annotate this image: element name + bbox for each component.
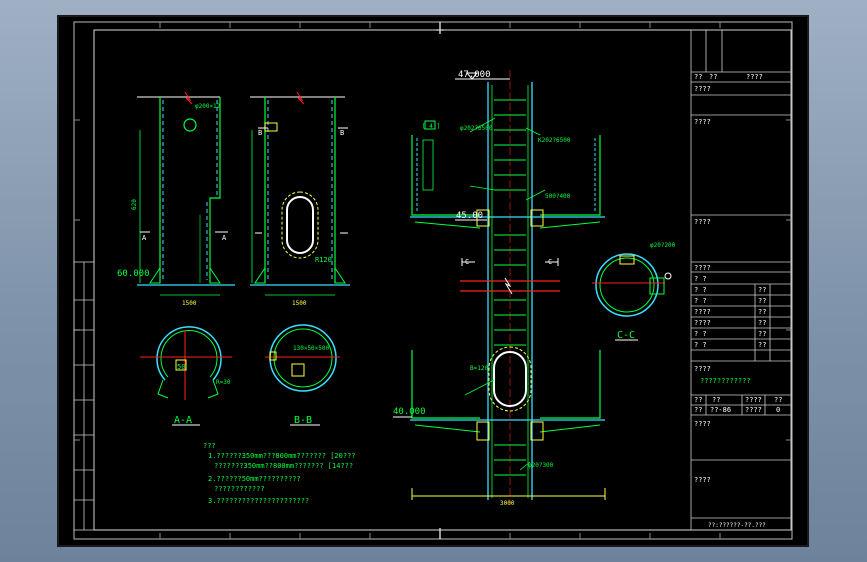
elev-mid-label: 45.00: [456, 211, 483, 221]
dim-1500-a: 1500: [182, 300, 197, 307]
label-r120: R120: [315, 256, 332, 264]
tb-row-c: ????: [694, 218, 711, 226]
tb-head-2: ??: [709, 73, 717, 81]
tb-table-val-2: ??: [758, 286, 766, 294]
label-130x50: 130×50×500: [293, 345, 330, 352]
cut-marks-c: [461, 258, 559, 266]
dim-620: 620: [131, 199, 138, 210]
tb-table-1: ? ?: [694, 275, 707, 283]
note-heading: ???: [203, 442, 216, 450]
cut-a-left: A: [142, 234, 147, 242]
tb-table-val-7: ??: [758, 341, 766, 349]
tower-section[interactable]: [393, 70, 606, 505]
tb-head-3: ????: [746, 73, 763, 81]
tb-f-3: 0: [776, 406, 780, 414]
note-line-1b: ???????350mm??800mm??????? [14???: [214, 462, 353, 470]
tb-f2-3: ??: [774, 396, 782, 404]
tb-f2-0: ??: [694, 396, 702, 404]
tb-row-g: ????: [694, 420, 711, 428]
cut-c-left: C: [465, 258, 469, 266]
label-k202: K202?6500: [538, 137, 571, 144]
tb-bottom: ??:??????-??.???: [708, 522, 766, 529]
tb-f-1: ??-86: [710, 406, 731, 414]
label-phi202: φ202?6500: [460, 125, 493, 132]
cut-b-left: B: [258, 129, 262, 137]
tb-table-val-4: ??: [758, 308, 766, 316]
elev-top-label: 47.000: [458, 70, 491, 80]
tb-row-b: ????: [694, 118, 711, 126]
dim-b4: [ 4 ]: [422, 123, 440, 130]
tb-table-5: ????: [694, 319, 711, 327]
tb-table-val-5: ??: [758, 319, 766, 327]
tb-table-0: ????: [694, 264, 711, 272]
dim-1500-b: 1500: [292, 300, 307, 307]
elev-left-label: 60.000: [117, 269, 150, 279]
label-r30: R=30: [216, 379, 231, 386]
tb-table-val-6: ??: [758, 330, 766, 338]
section-bb-title: B-B: [294, 415, 312, 426]
note-line-3: 3.??????????????????????: [208, 497, 309, 505]
note-line-2b: ????????????: [214, 485, 265, 493]
tb-f-2: ????: [745, 406, 762, 414]
tb-table-7: ? ?: [694, 341, 707, 349]
tb-row-e: ????????????: [700, 377, 751, 385]
section-a-a[interactable]: [140, 326, 232, 426]
label-50: 50: [177, 363, 185, 371]
tb-f-0: ??: [694, 406, 702, 414]
tb-row-d: ????: [694, 365, 711, 373]
tb-table-4: ????: [694, 308, 711, 316]
note-line-1: 1.??????350mm???800mm??????? [20???: [208, 452, 356, 460]
elev-bottom-label: 40.000: [393, 407, 426, 417]
cut-c-right: C: [548, 258, 552, 266]
cut-marks-ab: [140, 127, 348, 234]
tb-row-a: ????: [694, 85, 711, 93]
tb-table-val-3: ??: [758, 297, 766, 305]
label-b120: B=120: [470, 365, 488, 372]
cut-b-right: B: [340, 129, 344, 137]
section-b-b[interactable]: [265, 324, 340, 426]
elevation-view-1[interactable]: [137, 91, 235, 296]
section-cc-title: C-C: [617, 330, 635, 341]
tb-f2-2: ????: [745, 396, 762, 404]
tb-f2-1: ??: [712, 396, 720, 404]
tb-table-2: ? ?: [694, 286, 707, 294]
title-block: [690, 29, 792, 531]
label-d-top: φ20?200: [650, 242, 676, 249]
cut-a-right: A: [222, 234, 227, 242]
tb-table-3: ? ?: [694, 297, 707, 305]
label-d-bot: φ20?300: [528, 462, 554, 469]
model-space: [59, 17, 807, 545]
tb-head-1: ??: [694, 73, 702, 81]
dim-3000: 3000: [500, 500, 515, 507]
section-aa-title: A-A: [174, 415, 192, 426]
tb-table-6: ? ?: [694, 330, 707, 338]
revision-strip: [73, 261, 95, 531]
border-ticks: [74, 22, 792, 539]
label-phi200: φ200×12: [195, 103, 221, 110]
tb-row-h: ????: [694, 476, 711, 484]
note-line-2: 2.??????50mm??????????: [208, 475, 301, 483]
label-500x400: 500?400: [545, 193, 571, 200]
elevation-view-2[interactable]: [250, 91, 350, 296]
section-c-c[interactable]: [592, 253, 672, 341]
